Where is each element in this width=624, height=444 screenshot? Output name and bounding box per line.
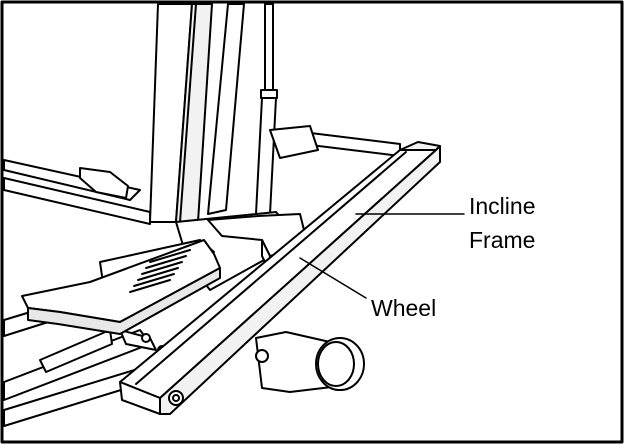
wheel-leader-line [299,257,367,299]
gas-shock [255,3,278,215]
incline-frame [119,141,441,415]
stabilizer-tube [255,331,365,393]
incline-frame-label-line1: Incline [469,193,536,219]
rear-cross-tube [269,125,401,159]
upright-posts [149,3,245,223]
pedal [21,239,221,335]
incline-frame-label-line2: Frame [469,227,536,253]
rear-rail [3,159,151,225]
wheel-label: Wheel [371,295,437,321]
